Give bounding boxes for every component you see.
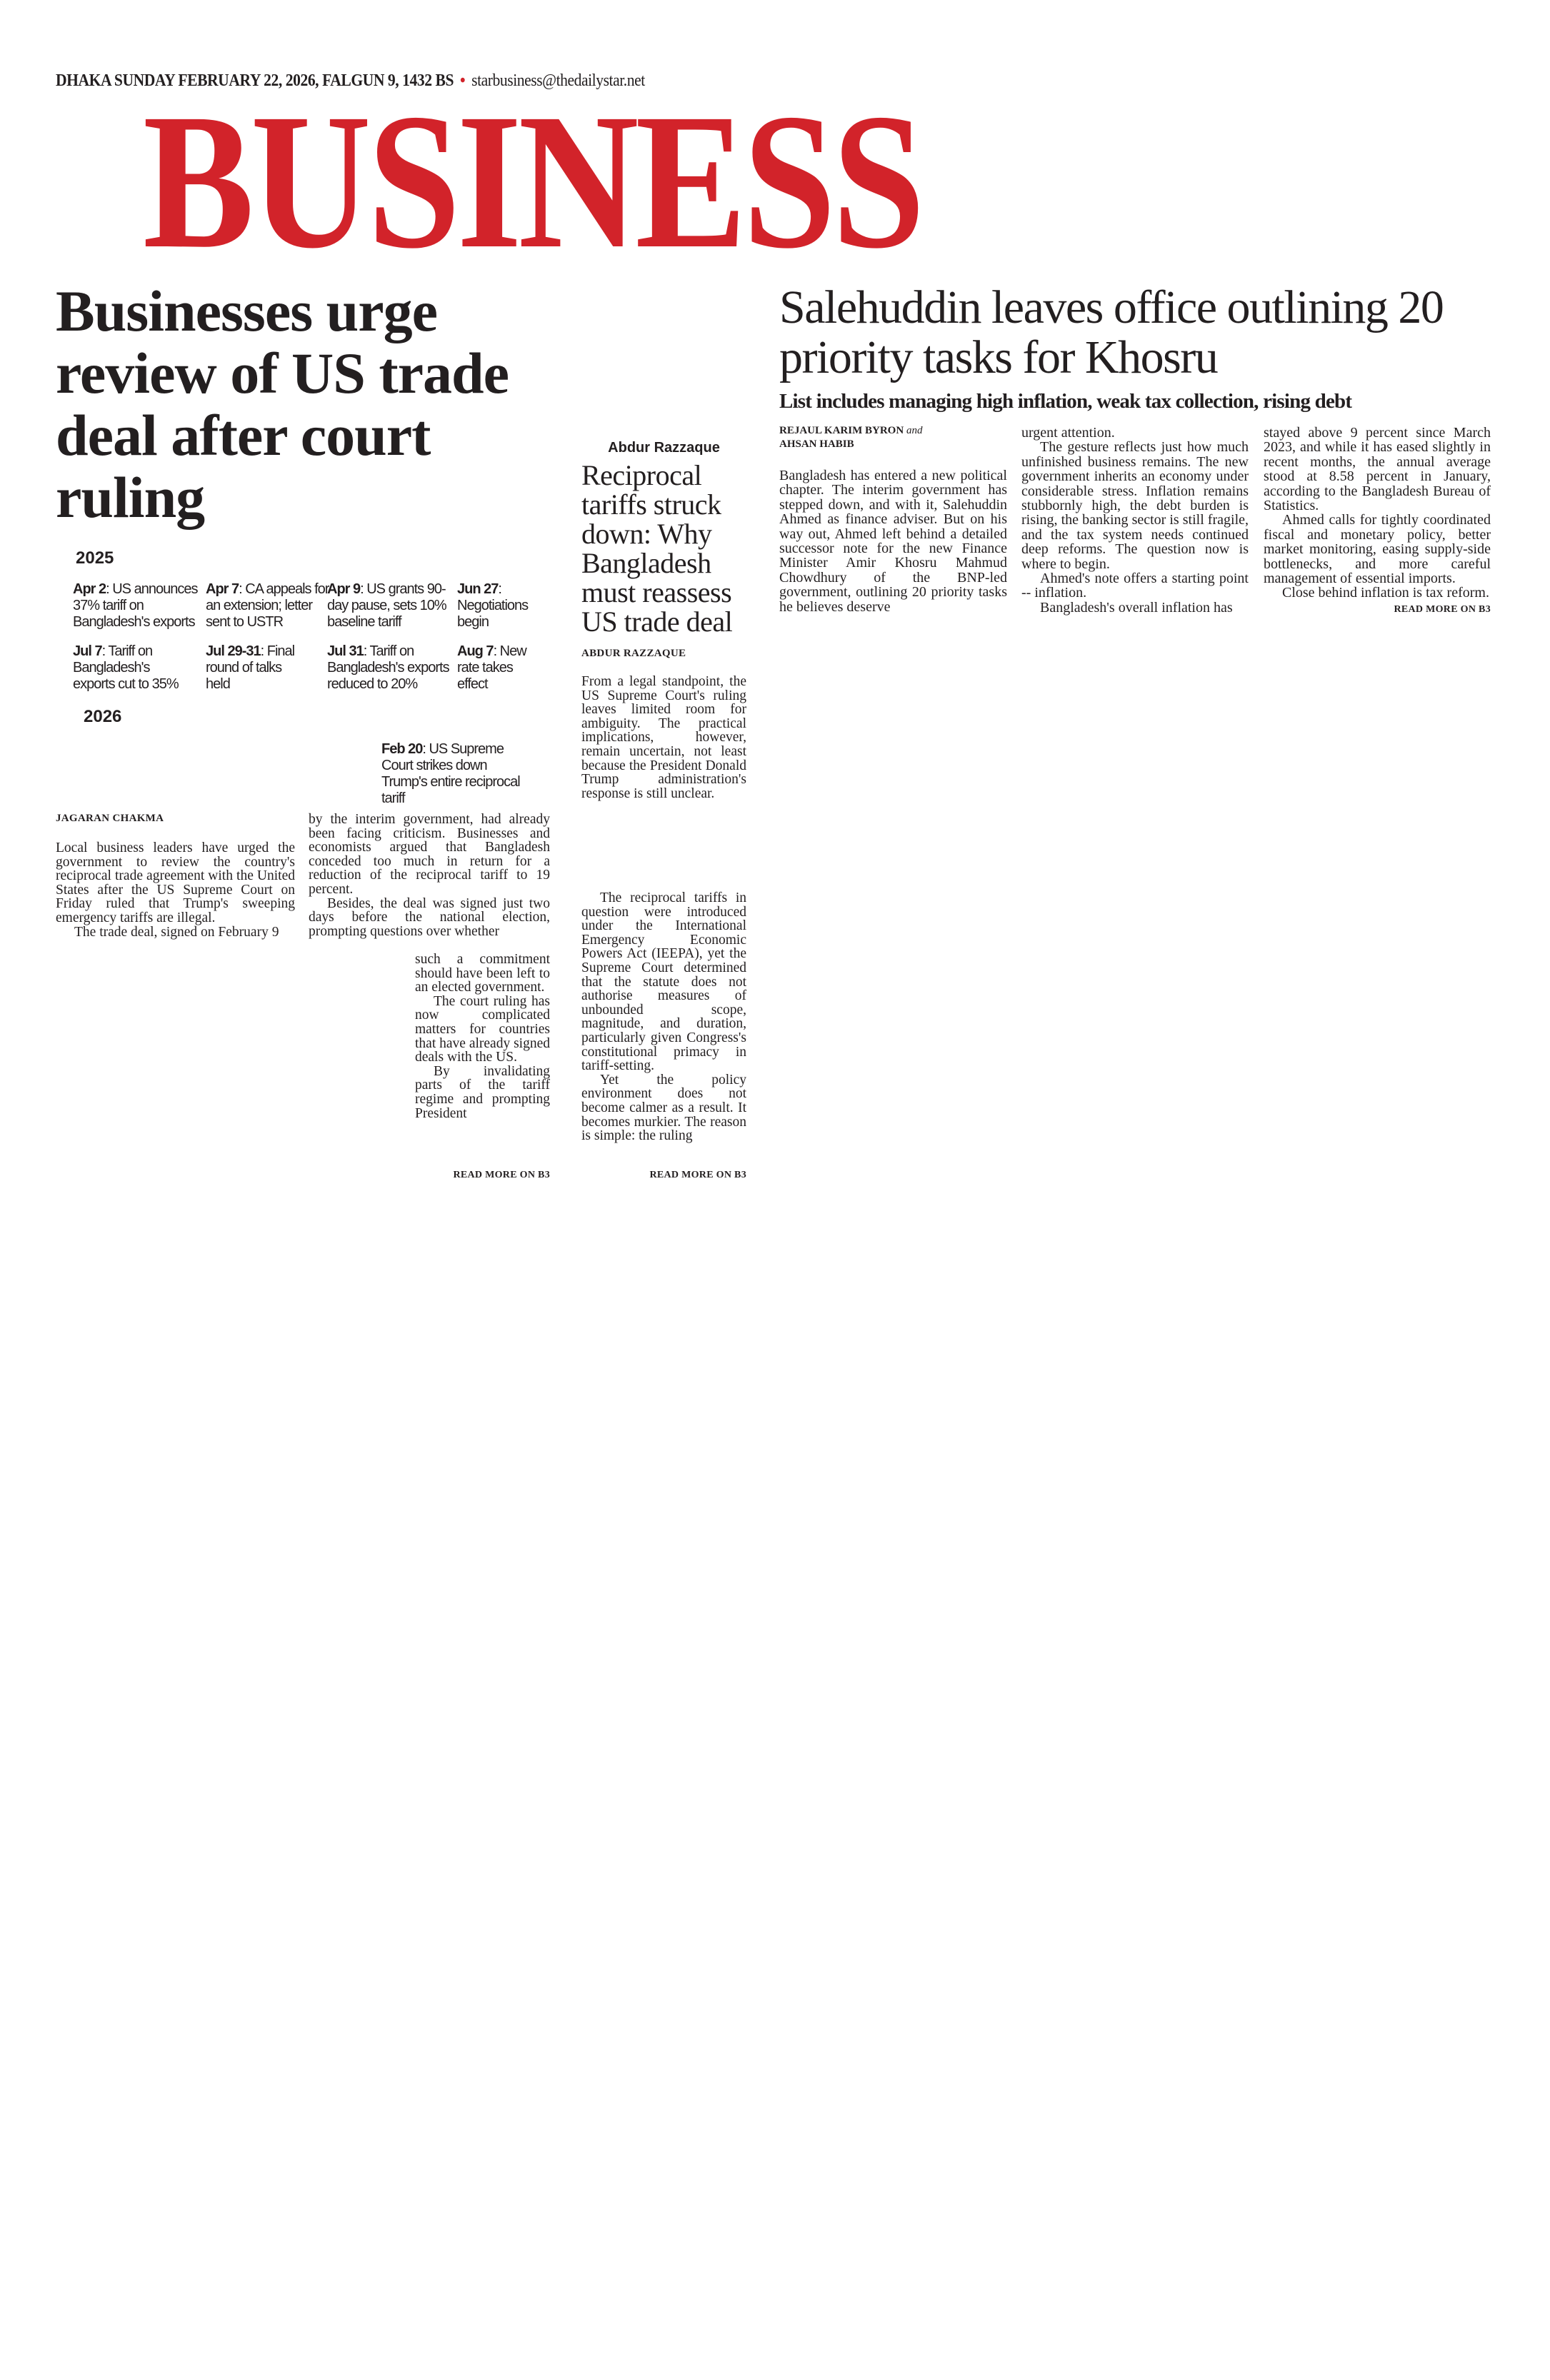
date-text: DHAKA SUNDAY FEBRUARY 22, 2026, FALGUN 9…: [56, 71, 454, 90]
lead-column-2: by the interim government, had already b…: [309, 812, 550, 939]
right-subheadline: List includes managing high inflation, w…: [779, 390, 1352, 413]
lead-column-1: Local business leaders have urged the go…: [56, 840, 295, 940]
lead-headline: Businesses urge review of US trade deal …: [56, 278, 509, 530]
opinion-headline: Reciprocal tariffs struck down: Why Bang…: [581, 459, 733, 638]
timeline-item: Apr 9: US grants 90-day pause, sets 10% …: [327, 581, 447, 630]
section-email: starbusiness@thedailystar.net: [471, 71, 645, 90]
right-column-2: urgent attention. The gesture reflects j…: [1021, 425, 1249, 616]
right-column-1: Bangladesh has entered a new political c…: [779, 468, 1007, 615]
dateline: DHAKA SUNDAY FEBRUARY 22, 2026, FALGUN 9…: [56, 71, 645, 91]
opinion-read-more-link[interactable]: READ MORE ON B3: [649, 1170, 746, 1180]
timeline-item: Apr 2: US announces 37% tariff on Bangla…: [73, 581, 198, 630]
right-headline: Salehuddin leaves office outlining 20 pr…: [779, 281, 1444, 383]
opinion-body-2: The reciprocal tariffs in question were …: [581, 890, 746, 1144]
opinion-body-1: From a legal standpoint, the US Supreme …: [581, 674, 746, 801]
timeline-item: Jul 31: Tariff on Bangladesh's exports r…: [327, 643, 450, 692]
right-read-more-link[interactable]: READ MORE ON B3: [1394, 604, 1491, 615]
timeline-item: Apr 7: CA appeals for an extension; lett…: [206, 581, 329, 630]
opinion-kicker: Abdur Razzaque: [608, 440, 720, 456]
timeline-year-2025: 2025: [76, 548, 114, 568]
opinion-byline: ABDUR RAZZAQUE: [581, 648, 686, 659]
lead-read-more-link[interactable]: READ MORE ON B3: [453, 1170, 550, 1180]
timeline-item: Feb 20: US Supreme Court strikes down Tr…: [381, 741, 521, 806]
timeline-year-2026: 2026: [84, 707, 122, 726]
timeline-item: Jun 27: Negotiations begin: [457, 581, 529, 630]
section-masthead: BUSINESS: [143, 74, 925, 288]
lead-column-2-narrow: such a commitment should have been left …: [415, 952, 550, 1121]
timeline-item: Aug 7: New rate takes effect: [457, 643, 527, 692]
lead-byline: JAGARAN CHAKMA: [56, 813, 164, 824]
right-column-3: stayed above 9 percent since March 2023,…: [1264, 425, 1491, 601]
timeline-item: Jul 29-31: Final round of talks held: [206, 643, 295, 692]
timeline-item: Jul 7: Tariff on Bangladesh's exports cu…: [73, 643, 179, 692]
separator-dot: •: [460, 71, 466, 90]
